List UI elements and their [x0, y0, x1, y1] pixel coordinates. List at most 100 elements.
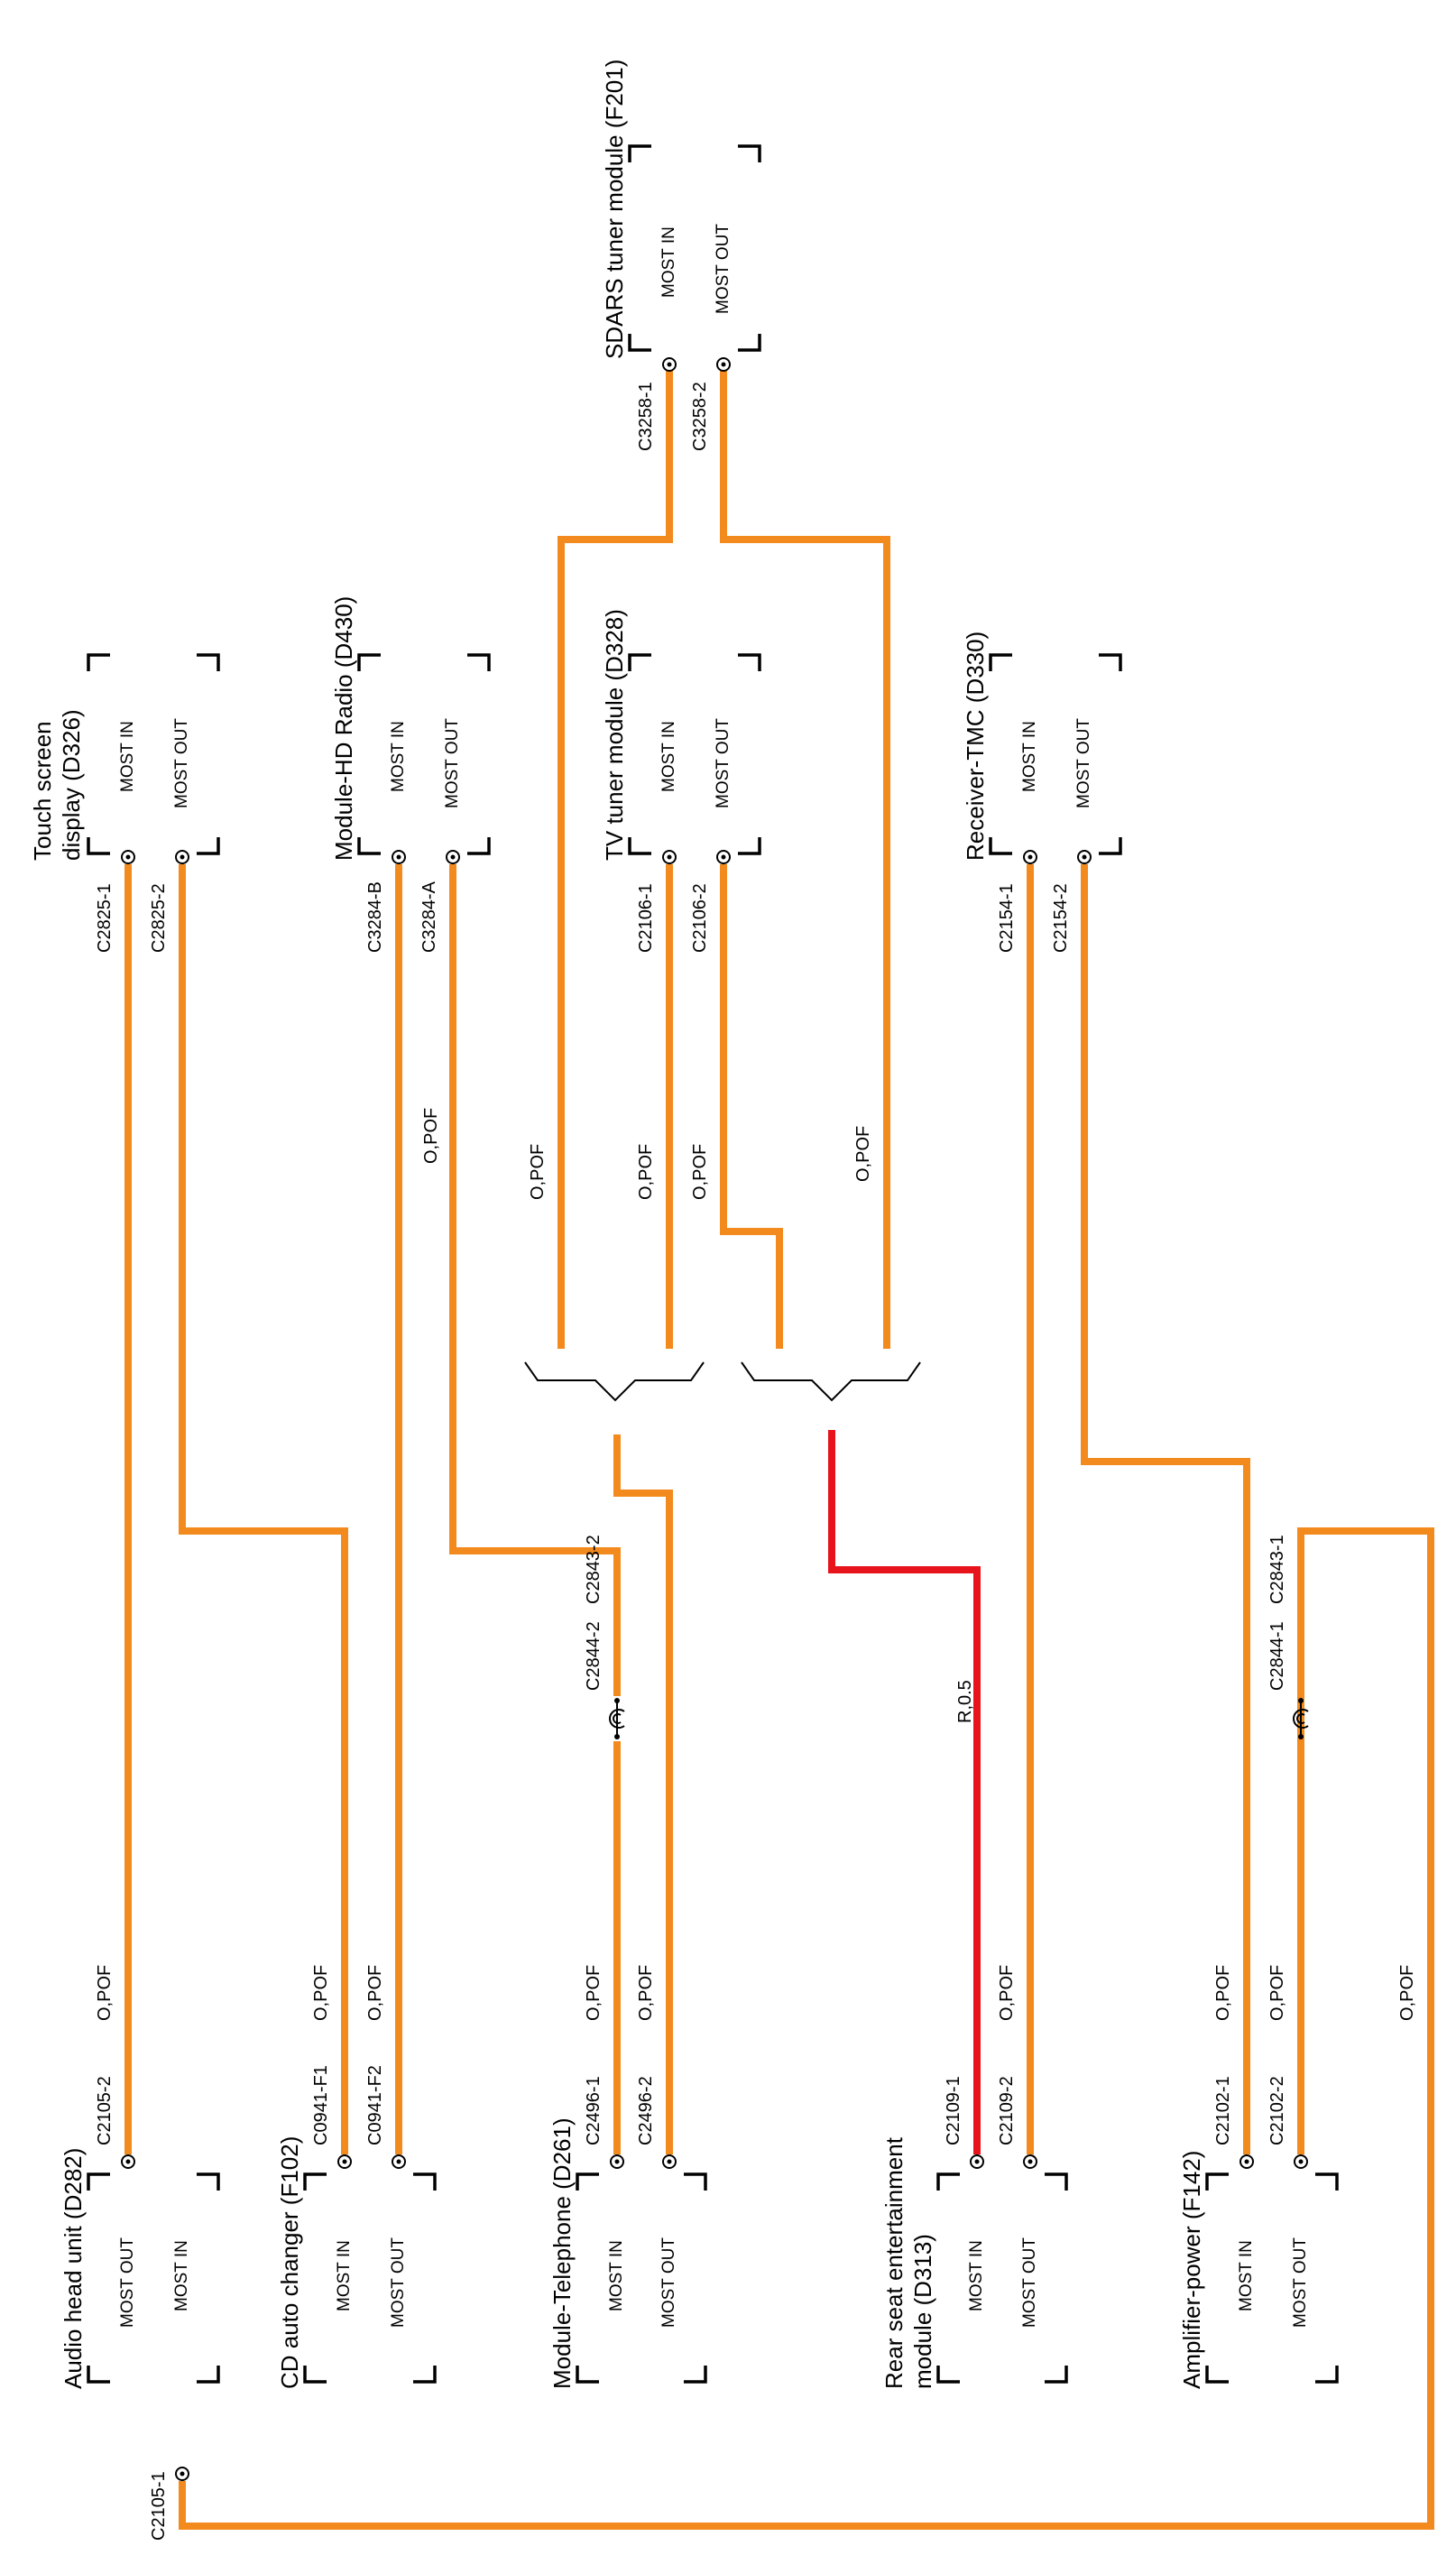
inline-connector-dot-bottom: [614, 1734, 620, 1739]
wire-label: O,POF: [365, 1965, 385, 2021]
pin-center-dot: [125, 854, 131, 860]
wire-label: O,POF: [636, 1144, 656, 1200]
module-title-sdars: SDARS tuner module (F201): [601, 60, 628, 359]
wire-label: O,POF: [1213, 1965, 1233, 2021]
port-label: MOST OUT: [714, 718, 733, 808]
bracket-sdars: [628, 144, 761, 352]
pin-center-dot: [1244, 2159, 1249, 2164]
connector-label: C2106-1: [636, 883, 656, 953]
pin-center-dot: [667, 2159, 672, 2164]
wire-label: O,POF: [421, 1108, 441, 1164]
connector-label: C0941-F1: [311, 2065, 331, 2145]
port-label: MOST OUT: [714, 224, 733, 314]
port-labels: MOST OUT MOST IN MOST IN MOST OUT MOST I…: [118, 224, 1310, 2328]
splice-a-symbol: [524, 1361, 705, 1402]
module-title-amplifier: Amplifier-power (F142): [1178, 2151, 1205, 2389]
port-label: MOST OUT: [1074, 718, 1093, 808]
pin-center-dot: [721, 854, 726, 860]
wire-label: O,POF: [690, 1144, 710, 1200]
port-label: MOST OUT: [659, 2237, 678, 2328]
pin-center-dot: [125, 2159, 131, 2164]
pin-center-dot: [667, 362, 672, 367]
bracket-tv-tuner: [628, 653, 761, 855]
connector-label: C2496-2: [636, 2076, 656, 2145]
module-title-tv-tuner: TV tuner module (D328): [601, 609, 628, 861]
wire-splice-b-left: [720, 864, 783, 1349]
wire-label: O,POF: [528, 1144, 548, 1200]
module-title-touch-screen-line2: display (D326): [58, 709, 85, 861]
connector-label: C2154-2: [1051, 883, 1071, 953]
inline-connector-dot-bottom: [1298, 1734, 1304, 1739]
pin-center-dot: [1082, 854, 1087, 860]
port-label: MOST IN: [659, 721, 678, 792]
module-titles: Audio head unit (D282) CD auto changer (…: [29, 60, 1205, 2389]
bracket-cd-changer: [303, 2172, 437, 2384]
pin-center-dot: [721, 362, 726, 367]
pin-center-dot: [1027, 2159, 1033, 2164]
module-title-rear-seat-line2: module (D313): [909, 2234, 936, 2389]
port-label: MOST OUT: [443, 718, 462, 808]
pin-center-dot: [396, 2159, 401, 2164]
wire-amp-out-upper: [179, 1527, 1434, 2530]
wire-splice-b-to-rear-in: [828, 1430, 981, 2154]
port-label: MOST OUT: [118, 2237, 137, 2328]
connector-label: C2105-1: [149, 2471, 169, 2541]
bracket-amplifier: [1205, 2172, 1339, 2384]
connector-label: C2105-2: [95, 2076, 115, 2145]
wire-tel-out-to-splice-a: [613, 1434, 673, 2154]
port-label: MOST IN: [967, 2240, 986, 2311]
port-label: MOST IN: [1020, 721, 1039, 792]
pin-center-dot: [1298, 2159, 1304, 2164]
wire-label: O,POF: [1397, 1965, 1417, 2021]
inline-connector-arc-inner: [1296, 1713, 1305, 1724]
inline-connector-arc-inner: [613, 1713, 622, 1724]
pin-center-dot: [180, 854, 185, 860]
module-title-touch-screen-line1: Touch screen: [29, 721, 56, 861]
connector-label: C2154-1: [997, 883, 1017, 953]
module-title-receiver-tmc: Receiver-TMC (D330): [962, 632, 989, 861]
wires: [124, 370, 1434, 2530]
bracket-touch-screen: [87, 653, 220, 855]
wire-labels: O,POF O,POF O,POF O,POF O,POF O,POF O,PO…: [95, 1108, 1417, 2021]
connector-label: C2825-1: [95, 883, 115, 953]
inline-connector-label: C2843-1: [1267, 1535, 1287, 1604]
wire-label: R,0.5: [955, 1680, 975, 1723]
bracket-telephone: [576, 2172, 707, 2384]
port-label: MOST OUT: [389, 2237, 408, 2328]
bracket-hd-radio: [357, 653, 491, 855]
inline-connector-dot-top: [614, 1698, 620, 1703]
wire-touch-out-to-cd-in: [179, 864, 348, 2154]
port-label: MOST IN: [172, 2240, 191, 2311]
connector-label: C2102-1: [1213, 2076, 1233, 2145]
port-label: MOST IN: [1237, 2240, 1256, 2311]
inline-connector-telephone: [609, 1698, 625, 1739]
bracket-rear-seat: [936, 2172, 1068, 2384]
splices: [524, 1361, 921, 1402]
bracket-receiver-tmc: [989, 653, 1122, 855]
wire-label: O,POF: [853, 1126, 873, 1182]
inline-connector-dot-top: [1298, 1698, 1304, 1703]
bracket-audio-head: [87, 2172, 220, 2384]
module-title-telephone: Module-Telephone (D261): [548, 2117, 576, 2389]
port-label: MOST OUT: [1291, 2237, 1310, 2328]
connector-label: C2109-2: [997, 2076, 1017, 2145]
connector-label: C2109-1: [944, 2076, 963, 2145]
port-label: MOST IN: [659, 226, 678, 298]
inline-connector-arc-outer: [1293, 1709, 1309, 1729]
module-title-hd-radio: Module-HD Radio (D430): [330, 596, 357, 861]
wire-label: O,POF: [1267, 1965, 1287, 2021]
inline-connector-arc-outer: [609, 1709, 625, 1729]
connector-labels: C2105-2 C2105-1 C0941-F1 C0941-F2 C2496-…: [95, 382, 1287, 2541]
connector-label: C3284-B: [365, 881, 385, 953]
connector-label: C2106-2: [690, 883, 710, 953]
wire-label: O,POF: [311, 1965, 331, 2021]
connector-label: C3258-2: [690, 382, 710, 451]
module-title-rear-seat-line1: Rear seat entertainment: [880, 2136, 908, 2389]
pins: [121, 357, 1308, 2481]
pin-center-dot: [450, 854, 456, 860]
wire-label: O,POF: [636, 1965, 656, 2021]
pin-center-dot: [396, 854, 401, 860]
port-label: MOST OUT: [1020, 2237, 1039, 2328]
inline-connector-label: C2844-2: [584, 1621, 604, 1691]
module-title-cd-changer: CD auto changer (F102): [276, 2136, 303, 2389]
